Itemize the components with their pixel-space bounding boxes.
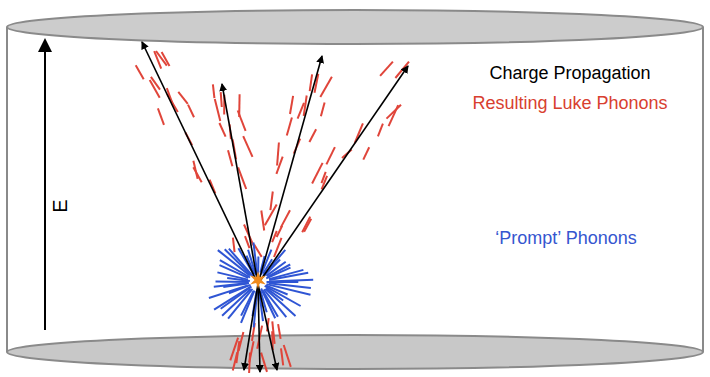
- luke-phonon: [378, 124, 383, 137]
- luke-phonon: [178, 92, 188, 104]
- charge-tracks: [142, 42, 408, 372]
- luke-phonon: [162, 52, 170, 66]
- luke-phonon: [277, 143, 279, 166]
- cylinder-top: [7, 10, 703, 44]
- luke-phonon: [188, 105, 194, 118]
- legend-text: ‘Prompt’ Phonons: [495, 227, 636, 249]
- luke-phonon: [322, 172, 326, 183]
- luke-phonon: [320, 77, 332, 97]
- field-label: E: [49, 199, 71, 212]
- legend-text: Resulting Luke Phonons: [472, 92, 667, 114]
- luke-phonon: [290, 96, 293, 114]
- legend-text: Charge Propagation: [489, 62, 650, 84]
- luke-phonon: [239, 332, 244, 351]
- prompt-phonons: [209, 243, 313, 328]
- luke-phonon: [154, 51, 161, 69]
- luke-phonon: [380, 62, 393, 76]
- luke-phonon: [309, 129, 316, 142]
- luke-phonon: [219, 123, 225, 137]
- luke-phonon: [321, 103, 325, 117]
- luke-phonon: [136, 65, 144, 79]
- field-arrow: [44, 40, 46, 330]
- luke-phonon: [151, 77, 160, 90]
- cylinder-side: [6, 27, 8, 352]
- luke-phonon: [248, 353, 251, 374]
- luke-phonon: [228, 150, 232, 166]
- cylinder-side: [702, 27, 704, 352]
- luke-phonon: [281, 348, 283, 365]
- luke-phonons: [136, 51, 409, 373]
- luke-phonon: [326, 147, 335, 164]
- interaction-point: [250, 271, 266, 289]
- prompt-phonon: [269, 280, 313, 282]
- luke-phonon: [158, 108, 164, 125]
- luke-phonon: [276, 157, 282, 174]
- prompt-phonon: [269, 273, 308, 280]
- luke-phonon: [278, 324, 281, 339]
- luke-phonon: [233, 352, 238, 370]
- luke-phonon: [284, 345, 291, 367]
- luke-phonon: [243, 136, 252, 157]
- luke-phonon: [312, 163, 323, 184]
- prompt-phonon: [214, 283, 248, 287]
- luke-phonon: [213, 84, 215, 98]
- luke-phonon: [193, 167, 201, 182]
- prompt-phonon: [261, 289, 275, 319]
- luke-phonon: [233, 238, 235, 253]
- luke-phonon: [363, 147, 369, 159]
- luke-phonon: [221, 92, 222, 107]
- cylinder-bottom: [7, 335, 703, 369]
- luke-phonon: [215, 99, 221, 121]
- luke-phonon: [281, 210, 290, 227]
- luke-phonon: [270, 192, 272, 211]
- luke-phonon: [238, 94, 240, 117]
- luke-phonon: [261, 211, 264, 231]
- luke-phonon: [310, 74, 312, 91]
- luke-phonon: [389, 105, 399, 126]
- luke-phonon: [298, 103, 304, 119]
- luke-phonon: [245, 236, 250, 248]
- luke-phonon: [261, 353, 267, 372]
- luke-phonon: [230, 338, 238, 361]
- luke-phonon: [287, 117, 292, 135]
